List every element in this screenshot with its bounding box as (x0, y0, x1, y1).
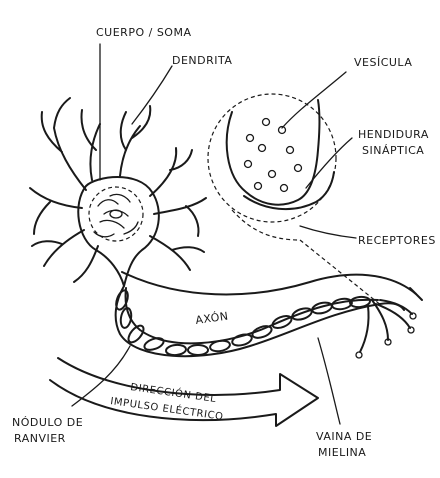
label-dendrita: DENDRITA (172, 54, 232, 67)
axon-terminals (356, 300, 416, 358)
myelin-sheath (114, 289, 371, 356)
label-nodulo: NÓDULO DE (12, 416, 83, 429)
label-hendidura: HENDIDURA (358, 128, 429, 141)
label-mielina: MIELINA (318, 446, 366, 459)
dendrites (30, 98, 206, 282)
myelin-segment (166, 344, 187, 356)
nucleus-outline (89, 187, 143, 241)
myelin-segment (251, 324, 273, 340)
myelin-segment (188, 345, 208, 355)
nucleus-organelles (94, 194, 138, 236)
label-receptores: RECEPTORES (358, 234, 436, 247)
label-cuerpo-soma: CUERPO / SOMA (96, 26, 191, 39)
zoom-connector (232, 210, 300, 240)
synapse-terminal (227, 100, 334, 209)
label-axon: AXÓN (195, 309, 230, 327)
myelin-segment (143, 336, 165, 352)
myelin-segment (119, 307, 132, 328)
axon-bracket (122, 272, 416, 294)
label-sinaptica: SINÁPTICA (362, 144, 424, 157)
synaptic-vesicles (245, 119, 302, 192)
myelin-segment (271, 314, 293, 331)
label-vaina: VAINA DE (316, 430, 372, 443)
label-ranvier: RANVIER (14, 432, 66, 445)
soma-outline (78, 177, 159, 286)
label-vesicula: VESÍCULA (354, 56, 412, 69)
